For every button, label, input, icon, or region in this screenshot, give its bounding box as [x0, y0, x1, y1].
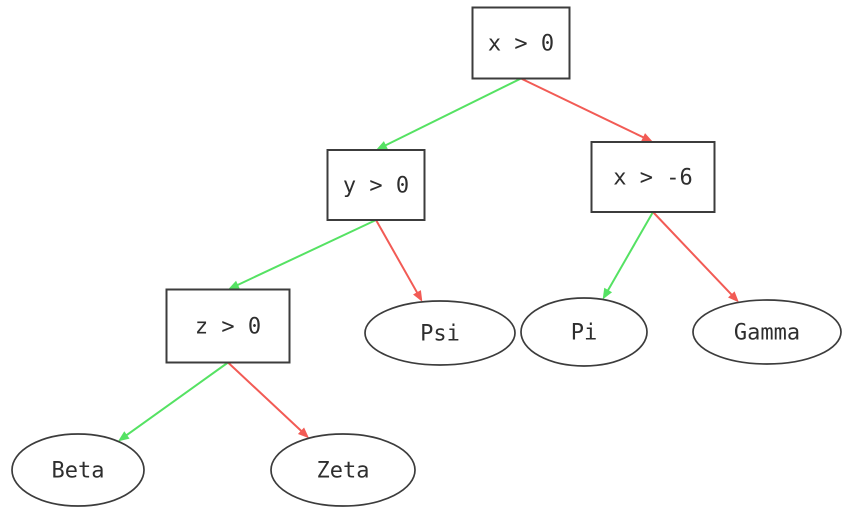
node-beta: Beta	[11, 433, 145, 507]
arrowhead-icon	[728, 291, 739, 303]
edge-root-xm6	[520, 77, 653, 142]
arrowhead-icon	[641, 133, 653, 142]
node-z0: z > 0	[165, 288, 291, 364]
node-xm6: x > -6	[590, 141, 716, 213]
edge-xm6-gamma	[652, 211, 739, 303]
node-y0: y > 0	[326, 149, 426, 221]
arrowhead-icon	[376, 141, 388, 150]
false-branch-line	[227, 361, 305, 434]
leaf-node-ellipse	[520, 297, 648, 367]
false-branch-line	[652, 211, 735, 298]
edge-y0-psi	[375, 219, 423, 302]
decision-node-box	[165, 288, 291, 364]
true-branch-line	[382, 77, 522, 148]
node-label: Pi	[571, 321, 598, 346]
true-branch-line	[605, 211, 654, 294]
node-gamma: Gamma	[692, 299, 842, 365]
true-branch-line	[234, 219, 377, 288]
leaf-node-ellipse	[364, 300, 516, 366]
leaf-node-ellipse	[270, 433, 416, 507]
node-label: x > -6	[613, 166, 692, 191]
node-label: x > 0	[488, 32, 554, 57]
edge-z0-beta	[117, 361, 229, 442]
node-pi: Pi	[520, 297, 648, 367]
true-branch-line	[123, 361, 229, 438]
edge-y0-z0	[228, 219, 377, 290]
false-branch-line	[520, 77, 647, 140]
node-label: Beta	[52, 459, 105, 484]
decision-node-box	[471, 6, 571, 80]
edge-z0-zeta	[227, 361, 310, 439]
edge-xm6-pi	[602, 211, 654, 300]
leaf-node-ellipse	[11, 433, 145, 507]
edges-layer	[117, 77, 739, 442]
arrowhead-icon	[297, 427, 310, 439]
false-branch-line	[375, 219, 420, 296]
arrowhead-icon	[117, 431, 130, 442]
node-label: Psi	[420, 322, 460, 347]
decision-node-box	[326, 149, 426, 221]
node-label: y > 0	[343, 174, 409, 199]
node-label: Gamma	[734, 321, 800, 346]
arrowhead-icon	[602, 287, 613, 300]
leaf-node-ellipse	[692, 299, 842, 365]
decision-node-box	[590, 141, 716, 213]
node-zeta: Zeta	[270, 433, 416, 507]
edge-root-y0	[376, 77, 522, 150]
arrowhead-icon	[413, 290, 423, 302]
node-label: Zeta	[317, 459, 370, 484]
node-psi: Psi	[364, 300, 516, 366]
node-root: x > 0	[471, 6, 571, 80]
arrowhead-icon	[228, 280, 240, 290]
node-label: z > 0	[195, 315, 261, 340]
